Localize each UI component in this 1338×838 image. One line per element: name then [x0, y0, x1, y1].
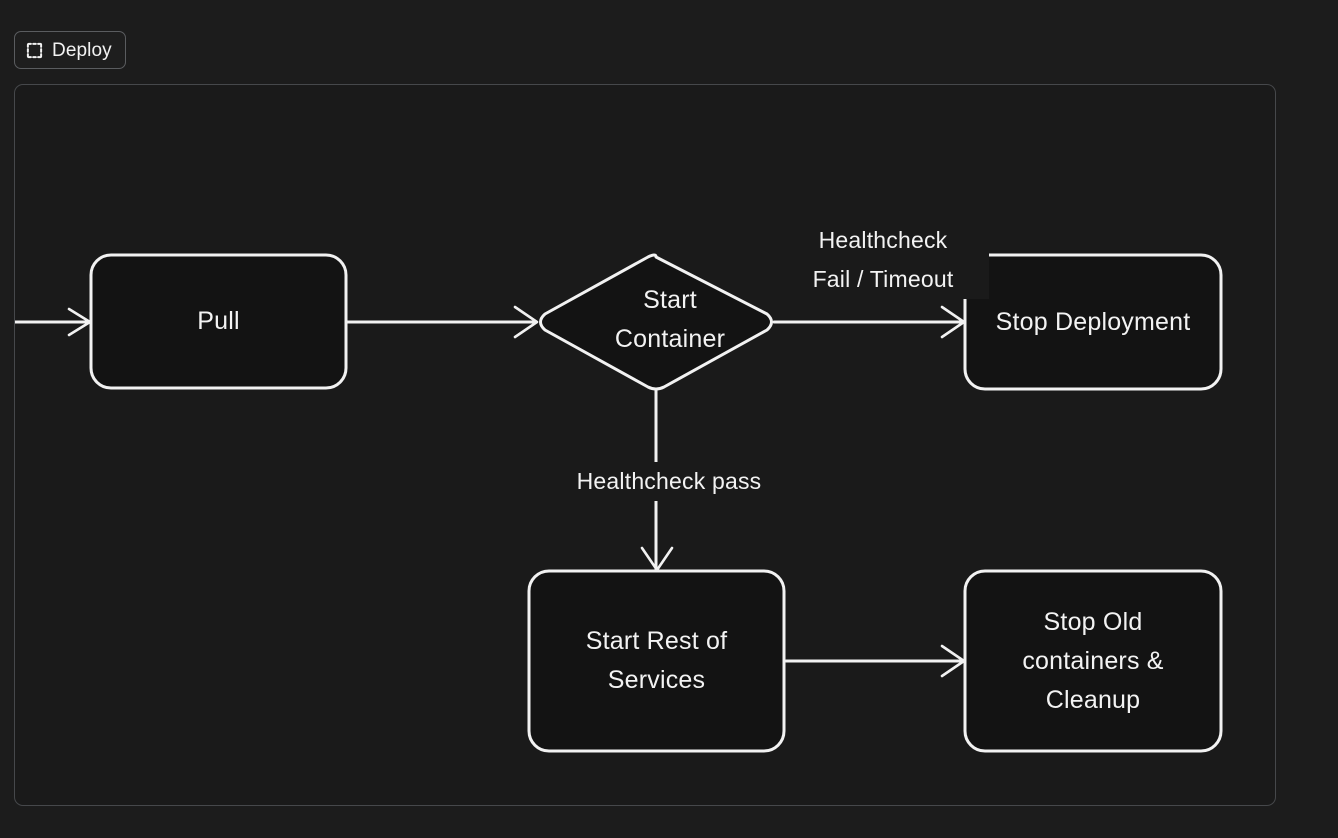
edge-label-healthcheck-fail-line2: Fail / Timeout: [812, 266, 954, 293]
flowchart-graphic: [15, 253, 1223, 753]
diagram-canvas[interactable]: Pull Start Container Stop Deployment Sta…: [14, 84, 1276, 806]
node-stop-old-containers-cleanup[interactable]: [965, 571, 1221, 751]
edge-label-healthcheck-pass: Healthcheck pass: [535, 462, 803, 502]
edge-pull-to-start-container: [345, 305, 539, 339]
edge-entry-to-pull: [15, 307, 92, 337]
dashed-square-icon: [26, 42, 43, 59]
node-start-container-shape: [539, 253, 773, 391]
deploy-button[interactable]: Deploy: [14, 31, 126, 69]
edge-label-healthcheck-pass-text: Healthcheck pass: [576, 468, 762, 494]
node-start-rest-of-services[interactable]: [529, 571, 784, 751]
node-pull[interactable]: [91, 255, 346, 388]
node-stop-deployment[interactable]: [965, 255, 1221, 389]
edge-label-healthcheck-fail-line1: Healthcheck: [818, 227, 948, 253]
deploy-button-label: Deploy: [52, 39, 112, 61]
edge-start-container-to-stop-deployment: [772, 305, 966, 339]
edge-label-healthcheck-fail: Healthcheck Fail / Timeout: [777, 221, 989, 300]
node-start-container[interactable]: [536, 253, 804, 391]
edge-start-rest-to-stop-old: [784, 644, 966, 678]
